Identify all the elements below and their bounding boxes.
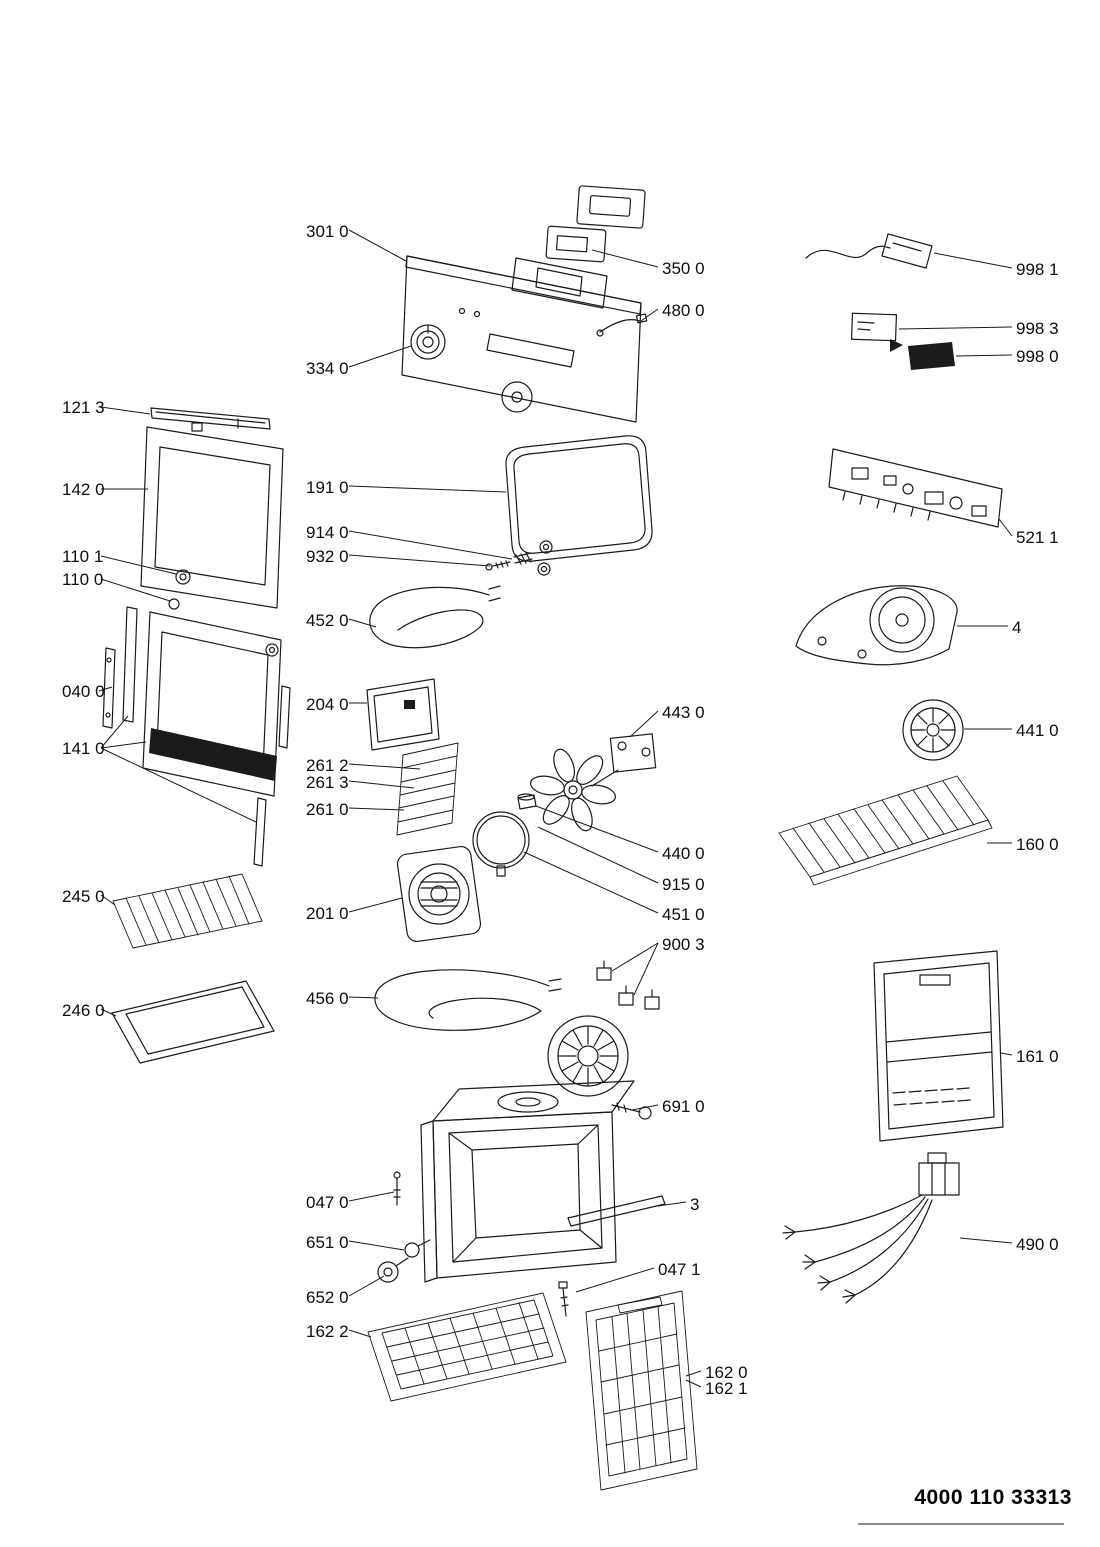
part-label-160-0: 160 0 [1016, 835, 1059, 854]
inner-door-drawing [142, 611, 282, 797]
part-label-142-0: 142 0 [62, 480, 105, 499]
door-knob-drawings [168, 569, 279, 657]
part-label-162-2: 162 2 [306, 1322, 349, 1341]
part-label-998-1: 998 1 [1016, 260, 1059, 279]
part-label-246-0: 246 0 [62, 1001, 105, 1020]
part-label-261-3: 261 3 [306, 773, 349, 792]
part-label-040-0: 040 0 [62, 682, 105, 701]
part-label-191-0: 191 0 [306, 478, 349, 497]
part-label-443-0: 443 0 [662, 703, 705, 722]
part-label-998-3: 998 3 [1016, 319, 1059, 338]
part-label-350-0: 350 0 [662, 259, 705, 278]
part-label-441-0: 441 0 [1016, 721, 1059, 740]
spacer-drawing [517, 793, 537, 810]
wiring-harness-drawing [782, 1152, 960, 1304]
rear-grid-panel-drawing [585, 1290, 698, 1491]
door-top-profile-drawing [150, 407, 271, 432]
wire-shelf-drawing [112, 873, 263, 949]
part-label-490-0: 490 0 [1016, 1235, 1059, 1254]
ring-clamp-drawing [472, 811, 530, 877]
part-label-440-0: 440 0 [662, 844, 705, 863]
part-label-998-0: 998 0 [1016, 347, 1059, 366]
part-label-914-0: 914 0 [306, 523, 349, 542]
part-label-3: 3 [690, 1195, 700, 1214]
shelf-rails-drawing [396, 742, 459, 836]
part-label-121-3: 121 3 [62, 398, 105, 417]
oven-cavity-drawing [393, 1080, 666, 1283]
part-label-047-0: 047 0 [306, 1193, 349, 1212]
power-cord-drawing [805, 233, 933, 269]
part-label-245-0: 245 0 [62, 887, 105, 906]
part-label-651-0: 651 0 [306, 1233, 349, 1252]
document-number: 4000 110 33313 [914, 1486, 1072, 1509]
control-board-drawing [828, 448, 1003, 528]
base-tray-drawing [367, 1292, 567, 1402]
door-gasket-drawing [505, 435, 653, 562]
part-label-334-0: 334 0 [306, 359, 349, 378]
bolt-drawing [558, 1281, 569, 1317]
control-panel-drawing [401, 255, 642, 423]
part-label-691-0: 691 0 [662, 1097, 705, 1116]
control-knob-drawing [410, 324, 446, 360]
leader-lines [98, 229, 1013, 1388]
label-plate-drawing [908, 342, 955, 370]
back-panel-drawing [873, 950, 1004, 1142]
fan-blade-drawing [529, 733, 657, 832]
grill-rack-drawing [778, 775, 993, 886]
heat-plate-drawing [547, 1015, 652, 1120]
fasteners-drawing [485, 540, 553, 576]
outer-door-glass-drawing [140, 426, 284, 609]
fan-motor-drawing [902, 699, 964, 761]
part-label-261-2: 261 2 [306, 756, 349, 775]
part-label-110-0: 110 0 [62, 570, 104, 589]
door-rails-drawing [102, 606, 291, 867]
part-label-047-1: 047 1 [658, 1260, 701, 1279]
part-label-261-0: 261 0 [306, 800, 349, 819]
part-label-4: 4 [1012, 618, 1022, 637]
part-label-652-0: 652 0 [306, 1288, 349, 1307]
part-label-932-0: 932 0 [306, 547, 349, 566]
part-label-301-0: 301 0 [306, 222, 349, 241]
part-label-161-0: 161 0 [1016, 1047, 1059, 1066]
part-label-162-1: 162 1 [705, 1379, 748, 1398]
grill-element-drawing [369, 585, 501, 649]
rating-label-drawing [850, 312, 903, 352]
part-label-452-0: 452 0 [306, 611, 349, 630]
part-label-900-3: 900 3 [662, 935, 705, 954]
part-label-110-1: 110 1 [62, 547, 104, 566]
part-label-915-0: 915 0 [662, 875, 705, 894]
display-modules-drawing [545, 185, 646, 263]
thermostat-drawing [377, 1239, 431, 1283]
part-label-201-0: 201 0 [306, 904, 349, 923]
fan-cover-drawing [396, 845, 482, 943]
part-label-456-0: 456 0 [306, 989, 349, 1008]
clips-drawing [596, 960, 660, 1010]
lower-element-drawing [374, 969, 562, 1031]
part-label-480-0: 480 0 [662, 301, 705, 320]
part-label-451-0: 451 0 [662, 905, 705, 924]
part-label-162-0: 162 0 [705, 1363, 748, 1382]
part-label-141-0: 141 0 [62, 739, 105, 758]
part-label-204-0: 204 0 [306, 695, 349, 714]
fan-housing-drawing [795, 585, 958, 666]
baking-tray-drawing [111, 980, 275, 1064]
inner-panel-drawing [366, 678, 440, 751]
part-label-521-1: 521 1 [1016, 528, 1059, 547]
